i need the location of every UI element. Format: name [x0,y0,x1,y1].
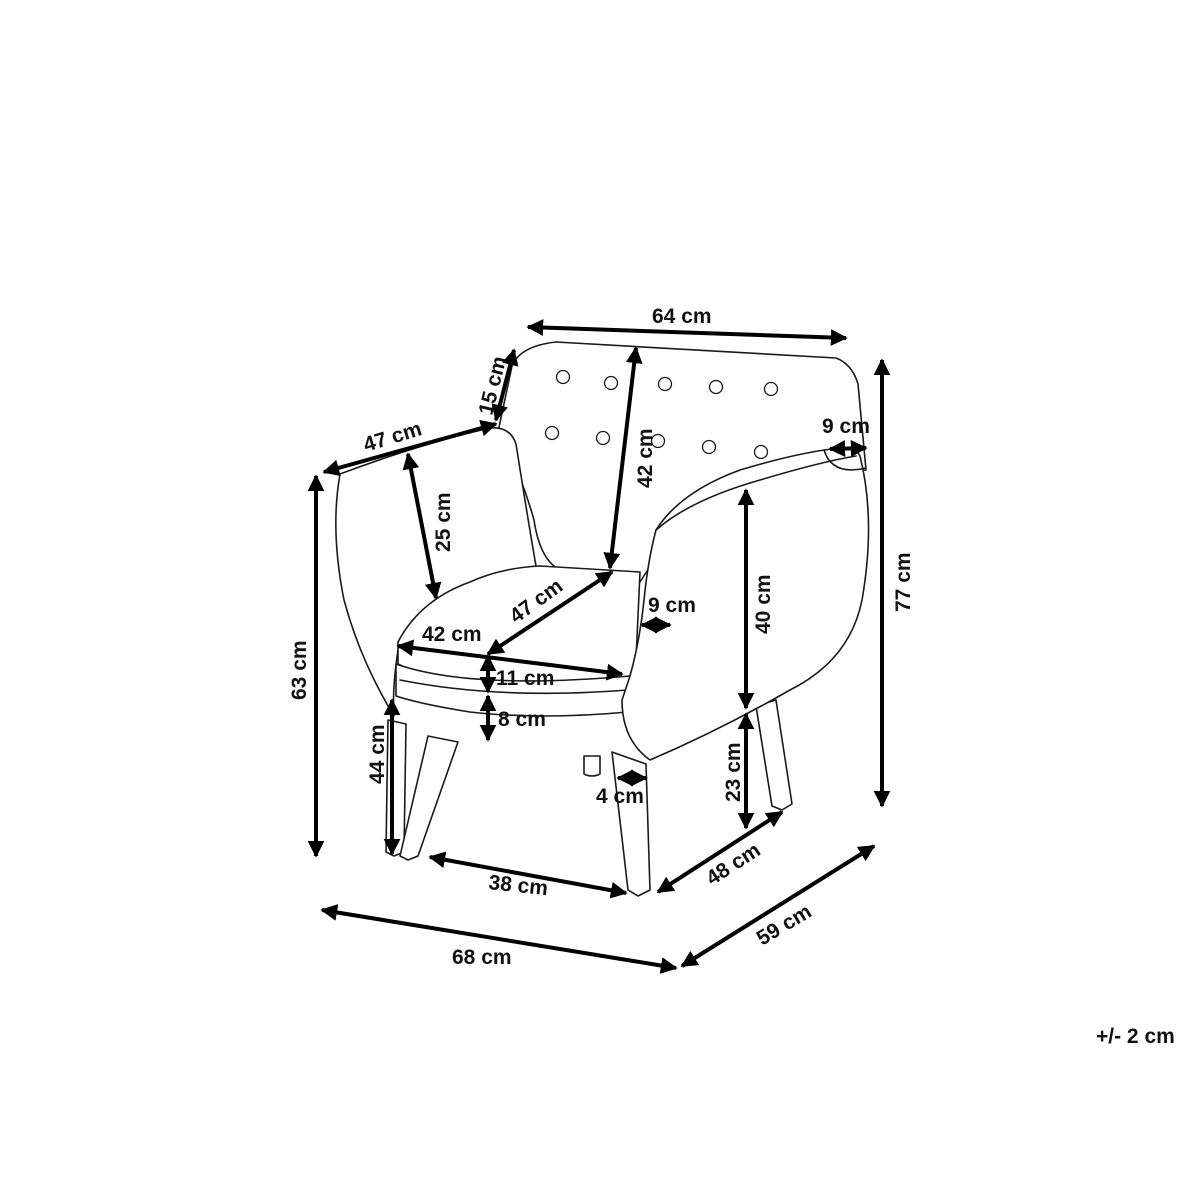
label-leg-width: 4 cm [596,785,644,808]
dimension-lines [307,319,891,974]
label-arm-inner-height: 25 cm [432,492,455,552]
tuft-button [603,375,619,391]
label-total-height: 77 cm [892,552,915,612]
label-seat-height: 44 cm [366,724,389,784]
center-foot [583,755,601,777]
tuft-button [708,379,724,395]
back-left-leg [385,719,407,857]
label-arm-height: 63 cm [288,640,311,700]
label-back-width: 64 cm [652,305,712,328]
label-armrest-gap: 9 cm [648,594,696,617]
tuft-button [701,439,717,455]
dim-seat-width [396,639,624,681]
tuft-button [595,430,611,446]
label-total-depth: 59 cm [753,900,816,950]
tuft-button [555,369,571,385]
dim-arm-inner-height [402,452,442,600]
dim-back-thickness [491,348,519,422]
dim-leg-span-front [428,851,628,899]
back-right-leg [755,699,793,811]
front-left-leg [399,735,459,861]
tuft-button [657,376,673,392]
dim-total-width [320,904,678,974]
dim-total-depth [680,844,876,968]
dim-arm-width [828,440,868,457]
label-seat-width: 42 cm [422,623,482,646]
label-total-width: 68 cm [452,946,512,969]
label-arm-side-height: 40 cm [752,574,775,634]
tuft-button [763,381,779,397]
front-right-leg [611,751,651,897]
label-leg-span-side: 48 cm [702,838,764,890]
dim-back-width [526,319,848,346]
label-base-height: 8 cm [498,708,546,731]
label-backrest-height: 42 cm [634,428,657,488]
label-cushion-height: 11 cm [496,667,554,690]
dim-arm-depth [322,419,498,477]
tolerance-note: +/- 2 cm [1096,1025,1175,1048]
tuft-button [650,433,666,449]
tuft-button [544,425,560,441]
label-leg-height: 23 cm [722,742,745,802]
label-arm-width: 9 cm [822,415,870,438]
tuft-button [753,444,769,460]
dim-backrest-height [603,346,643,570]
label-leg-span-front: 38 cm [487,871,549,900]
